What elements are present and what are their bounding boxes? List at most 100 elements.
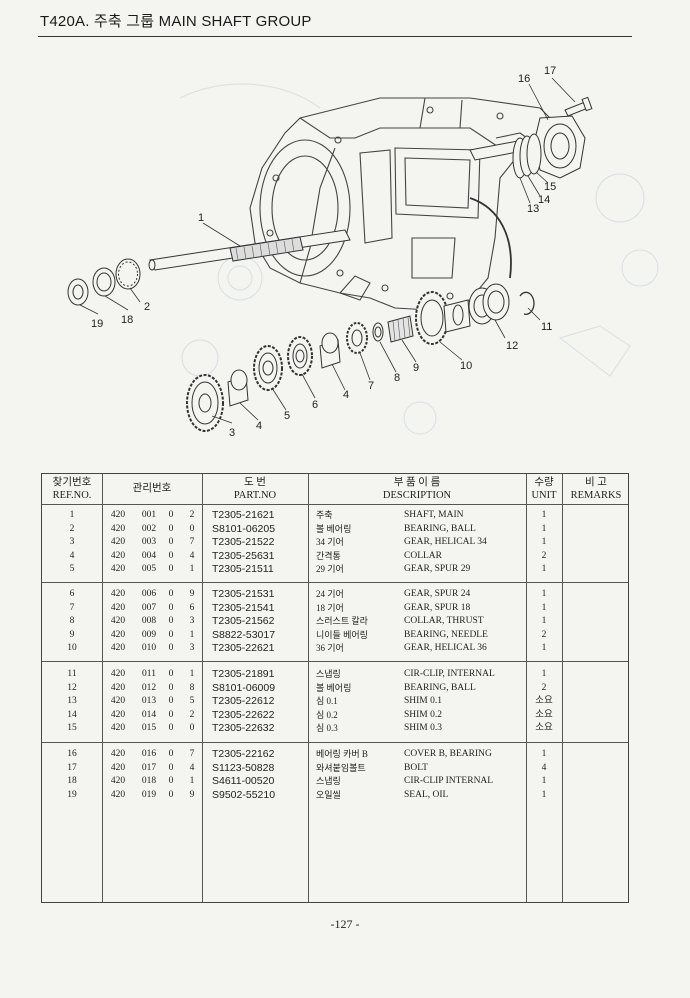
table-cell-m2: 011 [142,669,156,679]
table-cell-m1: 420 [110,709,126,720]
table-cell-m1: 420 [110,669,126,679]
cable-line [469,197,512,279]
table-cell-m1: 420 [110,723,126,733]
table-cell-m2: 005 [141,564,157,574]
callout-16: 16 [518,73,530,85]
table-cell-m1: 420 [110,789,126,800]
table-cell-unit: 1 [541,589,547,599]
table-cell-kor: 스냅링 [316,776,341,786]
table-cell-ref: 19 [67,789,77,800]
table-cell-desc: GEAR, HELICAL 36 [404,643,487,653]
header-remarks-eng: REMARKS [570,490,622,501]
header-unit-eng: UNIT [531,490,557,501]
table-cell-unit: 소요 [535,696,553,706]
table-cell-m3: 0 [168,564,174,574]
table-cell-desc: BEARING, BALL [404,523,476,534]
table-cell-part: S1123-50828 [212,761,275,774]
table-cell-m2: 007 [141,602,157,613]
table-cell-unit: 소요 [535,723,553,733]
table-cell-unit: 2 [541,682,547,693]
table-cell-unit: 2 [541,550,547,561]
col-divider [562,474,563,902]
table-cell-m4: 4 [189,762,195,773]
table-cell-unit: 1 [541,523,547,534]
table-cell-ref: 5 [69,564,75,574]
title-divider [38,36,632,37]
table-cell-desc: SHIM 0.2 [404,709,443,720]
callout-13: 13 [527,203,539,215]
table-cell-m4: 1 [189,629,195,640]
table-cell-m2: 015 [141,723,157,733]
table-cell-ref: 6 [69,589,75,599]
table-cell-m4: 7 [189,537,195,547]
table-cell-m1: 420 [110,682,126,693]
table-cell-unit: 1 [541,616,547,626]
table-cell-m4: 1 [189,776,195,786]
table-cell-ref: 7 [69,602,75,613]
table-cell-part: S9502-55210 [212,788,276,801]
col-divider [526,474,527,902]
table-cell-kor: 24 기어 [316,589,344,599]
header-rule [42,504,628,505]
table-cell-m3: 0 [168,696,174,706]
table-cell-m1: 420 [110,537,126,547]
table-cell-ref: 11 [67,669,77,679]
table-cell-unit: 1 [541,669,547,679]
table-cell-m3: 0 [168,776,174,786]
exploded-view-diagram: 1 2 3 4 5 6 4 7 8 9 10 11 12 13 14 15 16… [0,38,690,468]
table-cell-m2: 008 [141,616,157,626]
bearing-cover [533,115,586,179]
housing-outline [249,97,556,311]
table-cell-m3: 0 [168,629,174,640]
table-cell-m4: 5 [189,696,195,706]
table-cell-m1: 420 [110,616,126,626]
table-cell-m2: 019 [141,789,157,800]
table-cell-m1: 420 [110,643,126,653]
table-cell-kor: 베어링 카버 B [316,749,368,759]
table-cell-desc: BOLT [404,762,428,773]
table-cell-unit: 1 [541,776,547,786]
table-cell-m2: 010 [141,643,157,653]
table-cell-desc: GEAR, SPUR 18 [404,602,471,613]
table-cell-ref: 15 [67,723,77,733]
callout-9: 9 [413,362,419,374]
table-cell-unit: 1 [541,789,547,800]
group-rule [42,582,628,583]
front-parts [67,258,141,306]
table-cell-kor: 와셔붙임볼트 [316,762,366,773]
table-cell-kor: 니이들 베어링 [316,629,368,640]
table-cell-m3: 0 [168,723,174,733]
table-cell-part: T2305-22632 [212,722,275,734]
table-cell-m1: 420 [110,589,126,599]
leader-lines [79,77,576,424]
table-cell-unit: 1 [541,602,547,613]
table-cell-m4: 3 [189,616,195,626]
table-cell-m1: 420 [110,510,126,520]
table-cell-desc: BEARING, BALL [404,682,476,693]
callout-11: 11 [541,321,552,333]
table-cell-m2: 004 [141,550,157,561]
table-cell-ref: 17 [67,762,77,773]
table-cell-m1: 420 [110,564,126,574]
table-cell-ref: 2 [69,523,75,534]
col-divider [308,474,309,902]
table-cell-m4: 2 [189,709,195,720]
table-cell-m1: 420 [110,762,126,773]
exploded-view-svg: 1 2 3 4 5 6 4 7 8 9 10 11 12 13 14 15 16… [67,65,659,439]
table-cell-m3: 0 [168,550,174,561]
table-cell-desc: SHAFT, MAIN [404,510,464,520]
col-divider [202,474,203,902]
table-cell-desc: COVER B, BEARING [404,749,492,759]
table-cell-unit: 1 [541,643,547,653]
table-cell-m3: 0 [168,643,174,653]
table-cell-m1: 420 [110,602,126,613]
table-cell-desc: GEAR, HELICAL 34 [404,537,487,547]
table-cell-m3: 0 [168,749,174,759]
table-cell-m1: 420 [110,749,126,759]
table-cell-m4: 3 [189,643,195,653]
table-cell-part: S4611-00520 [212,775,275,787]
table-cell-kor: 간격통 [316,550,341,561]
table-cell-m1: 420 [110,776,126,786]
header-ref-eng: REF.NO. [52,490,92,501]
table-cell-part: T2305-21891 [212,668,275,680]
